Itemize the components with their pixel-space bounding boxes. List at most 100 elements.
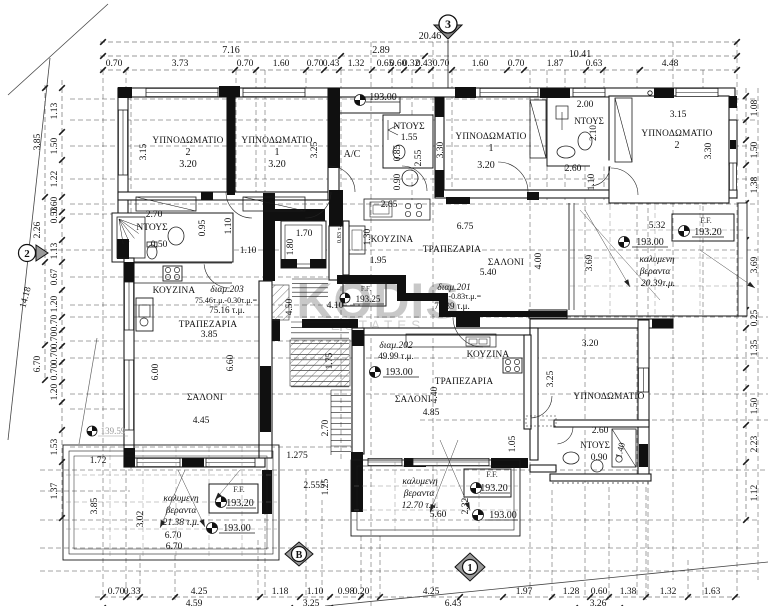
svg-text:0.70: 0.70 bbox=[433, 59, 450, 69]
svg-text:12.70 τ.μ.: 12.70 τ.μ. bbox=[402, 501, 439, 511]
svg-text:ΝΤΟΥΣ: ΝΤΟΥΣ bbox=[574, 116, 604, 126]
svg-text:B: B bbox=[296, 550, 303, 561]
svg-text:1.275: 1.275 bbox=[286, 451, 308, 461]
svg-text:0.95: 0.95 bbox=[198, 219, 208, 236]
svg-text:ΤΡΑΠΕΖΑΡΙΑ: ΤΡΑΠΕΖΑΡΙΑ bbox=[423, 245, 482, 255]
svg-text:5.60: 5.60 bbox=[430, 510, 447, 520]
svg-text:καλυμενη: καλυμενη bbox=[639, 255, 675, 265]
svg-text:0.70: 0.70 bbox=[106, 59, 123, 69]
svg-text:3.20: 3.20 bbox=[179, 159, 197, 170]
svg-text:ΝΤΟΥΣ: ΝΤΟΥΣ bbox=[136, 223, 168, 233]
svg-text:0.70: 0.70 bbox=[50, 363, 60, 380]
svg-text:1.10: 1.10 bbox=[240, 246, 257, 256]
svg-text:3.20: 3.20 bbox=[268, 159, 286, 170]
svg-text:75.46τ.μ.-0.30τ.μ.=: 75.46τ.μ.-0.30τ.μ.= bbox=[195, 296, 258, 305]
svg-text:0.63: 0.63 bbox=[586, 59, 603, 69]
svg-text:4.00: 4.00 bbox=[534, 252, 544, 269]
svg-text:1.40: 1.40 bbox=[613, 441, 627, 459]
svg-text:3.69: 3.69 bbox=[585, 254, 595, 271]
svg-text:2.26: 2.26 bbox=[33, 221, 43, 238]
svg-text:6.70: 6.70 bbox=[33, 355, 43, 372]
svg-text:0.25: 0.25 bbox=[750, 309, 760, 326]
svg-text:1.22: 1.22 bbox=[50, 170, 60, 187]
svg-text:ΚΟΥΖΙΝΑ: ΚΟΥΖΙΝΑ bbox=[371, 235, 414, 245]
svg-text:6.43: 6.43 bbox=[445, 599, 462, 606]
svg-text:193.25: 193.25 bbox=[356, 294, 381, 304]
svg-text:6.70: 6.70 bbox=[166, 542, 183, 552]
svg-text:3.02: 3.02 bbox=[136, 510, 146, 527]
svg-text:193.20: 193.20 bbox=[480, 483, 508, 494]
svg-text:2: 2 bbox=[186, 147, 191, 158]
svg-text:5.40: 5.40 bbox=[480, 268, 497, 278]
svg-text:0.70: 0.70 bbox=[50, 314, 60, 331]
svg-text:1.50: 1.50 bbox=[750, 141, 760, 158]
svg-text:1.13: 1.13 bbox=[50, 102, 60, 119]
svg-text:2.89: 2.89 bbox=[372, 45, 390, 56]
svg-text:1.55: 1.55 bbox=[401, 133, 418, 143]
svg-text:0.70: 0.70 bbox=[307, 59, 324, 69]
svg-text:1.60: 1.60 bbox=[472, 59, 489, 69]
svg-text:2.65: 2.65 bbox=[381, 200, 398, 210]
svg-text:2: 2 bbox=[24, 248, 30, 260]
svg-text:4.59: 4.59 bbox=[186, 599, 203, 606]
svg-text:0.32: 0.32 bbox=[403, 59, 420, 69]
svg-text:3.20: 3.20 bbox=[582, 339, 599, 349]
svg-text:139.59: 139.59 bbox=[101, 426, 126, 436]
svg-text:1.37: 1.37 bbox=[50, 482, 60, 499]
svg-text:0.70: 0.70 bbox=[108, 587, 125, 597]
svg-text:75.39 τ.μ.: 75.39 τ.μ. bbox=[434, 301, 469, 311]
svg-text:0.90: 0.90 bbox=[591, 453, 608, 463]
svg-text:1.95: 1.95 bbox=[370, 256, 387, 266]
svg-text:7.16: 7.16 bbox=[222, 45, 240, 56]
svg-text:ΣΑΛΟΝΙ: ΣΑΛΟΝΙ bbox=[488, 258, 524, 268]
svg-text:0.70: 0.70 bbox=[50, 331, 60, 348]
svg-text:1.25: 1.25 bbox=[321, 478, 331, 495]
svg-text:0.60: 0.60 bbox=[390, 59, 407, 69]
svg-text:0.60: 0.60 bbox=[591, 587, 608, 597]
svg-text:193.00: 193.00 bbox=[223, 523, 251, 534]
svg-text:3.25: 3.25 bbox=[310, 141, 320, 158]
svg-text:1.05: 1.05 bbox=[508, 435, 518, 452]
svg-text:2.70: 2.70 bbox=[321, 419, 331, 436]
svg-text:2.555: 2.555 bbox=[303, 481, 325, 491]
svg-text:1.63: 1.63 bbox=[704, 587, 721, 597]
svg-text:καλυμενη: καλυμενη bbox=[163, 494, 199, 504]
svg-text:3.30: 3.30 bbox=[436, 141, 446, 158]
svg-text:0.98: 0.98 bbox=[338, 587, 355, 597]
svg-text:ΥΠΝΟΔΩΜΑΤΙΟ: ΥΠΝΟΔΩΜΑΤΙΟ bbox=[641, 129, 712, 139]
svg-text:49.99 τ.μ.: 49.99 τ.μ. bbox=[378, 351, 413, 361]
svg-text:2.60: 2.60 bbox=[592, 426, 609, 436]
svg-text:4.10: 4.10 bbox=[327, 301, 344, 311]
svg-text:1.32: 1.32 bbox=[660, 587, 677, 597]
svg-text:1.20: 1.20 bbox=[50, 295, 60, 312]
svg-text:3.30: 3.30 bbox=[704, 142, 714, 159]
svg-text:193.00: 193.00 bbox=[369, 92, 397, 103]
svg-text:0.53: 0.53 bbox=[50, 206, 60, 223]
svg-text:3.15: 3.15 bbox=[670, 110, 687, 120]
svg-text:4.25: 4.25 bbox=[191, 587, 208, 597]
svg-text:1.72: 1.72 bbox=[90, 456, 107, 466]
svg-text:F.F.: F.F. bbox=[233, 485, 245, 494]
svg-text:0.50: 0.50 bbox=[151, 240, 168, 250]
svg-text:0.67: 0.67 bbox=[50, 268, 60, 285]
svg-text:ΥΠΝΟΔΩΜΑΤΙΟ: ΥΠΝΟΔΩΜΑΤΙΟ bbox=[455, 132, 526, 142]
svg-text:0.70: 0.70 bbox=[237, 59, 254, 69]
svg-text:A/C: A/C bbox=[344, 149, 361, 160]
svg-text:1.53: 1.53 bbox=[50, 438, 60, 455]
svg-text:3.85: 3.85 bbox=[90, 497, 100, 514]
svg-text:193.20: 193.20 bbox=[226, 498, 254, 509]
svg-text:διαμ.201: διαμ.201 bbox=[437, 283, 470, 293]
svg-text:3.85: 3.85 bbox=[201, 330, 218, 340]
svg-text:193.00: 193.00 bbox=[636, 237, 664, 248]
svg-text:0.65: 0.65 bbox=[377, 59, 394, 69]
svg-text:0.70: 0.70 bbox=[50, 347, 60, 364]
svg-text:ΚΟΥΖΙΝΑ: ΚΟΥΖΙΝΑ bbox=[153, 286, 196, 296]
svg-text:4.45: 4.45 bbox=[193, 416, 210, 426]
svg-text:καλυμενη: καλυμενη bbox=[402, 477, 438, 487]
svg-text:1.32: 1.32 bbox=[348, 59, 365, 69]
svg-text:ΚΟΥΖΙΝΑ: ΚΟΥΖΙΝΑ bbox=[467, 350, 510, 360]
svg-text:3.25: 3.25 bbox=[546, 370, 556, 387]
svg-text:0.85: 0.85 bbox=[393, 144, 403, 161]
svg-text:1.50: 1.50 bbox=[750, 397, 760, 414]
svg-text:2.32: 2.32 bbox=[461, 497, 471, 514]
